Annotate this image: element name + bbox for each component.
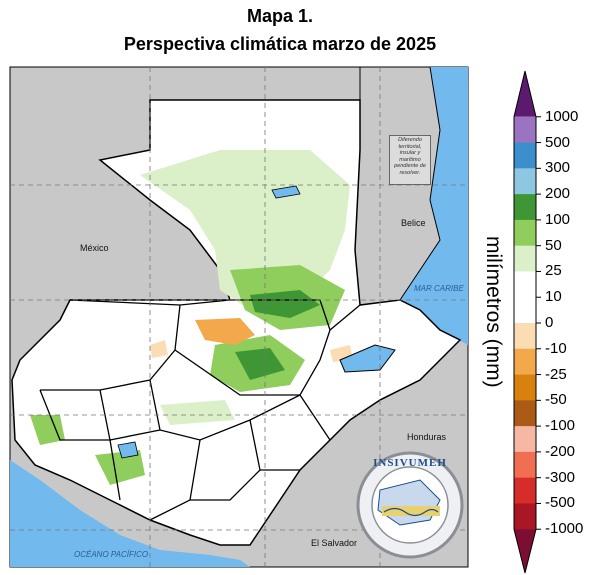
label-belice: Belice <box>401 218 426 228</box>
lake-izabal <box>339 344 396 373</box>
colorbar-level-label: -1000 <box>545 520 584 538</box>
territorial-dispute-note: Diferendo territorial, insular y marítim… <box>389 135 431 185</box>
lake-peten <box>271 185 301 199</box>
colorbar-segment <box>514 297 536 324</box>
colorbar-segment <box>514 245 536 272</box>
colorbar-segment <box>514 194 536 221</box>
colorbar-segment <box>514 116 536 144</box>
pacific-ocean <box>10 460 250 567</box>
colorbar-segment <box>514 71 536 117</box>
map-subtitle: Perspectiva climática marzo de 2025 <box>123 34 437 54</box>
graticule <box>10 67 468 567</box>
colorbar-level-label: -100 <box>545 417 576 435</box>
colorbar-segment <box>514 142 536 169</box>
department-borders <box>39 299 361 521</box>
label-el-salvador: El Salvador <box>311 538 358 548</box>
gulf-water <box>440 250 468 310</box>
colorbar-level-label: -10 <box>545 339 567 357</box>
colorbar-segment <box>514 271 536 298</box>
colorbar-unit-label: milímetros (mm) <box>482 236 505 388</box>
logo-name: INSIVUMEH <box>373 457 447 469</box>
colorbar-level-label: 25 <box>545 262 562 280</box>
colorbar-segment <box>514 426 536 453</box>
colorbar <box>513 70 541 574</box>
colorbar-segment <box>514 451 536 479</box>
colorbar-segment <box>514 348 536 376</box>
colorbar-segment <box>514 529 536 573</box>
label-honduras: Honduras <box>407 432 447 442</box>
colorbar-segment <box>514 503 536 530</box>
colorbar-segment <box>514 219 536 247</box>
colorbar-level-label: -500 <box>545 494 576 512</box>
colorbar-segment <box>514 477 536 504</box>
colorbar-level-label: 1000 <box>545 107 579 125</box>
colorbar-level-label: 100 <box>545 210 571 228</box>
colorbar-segment <box>514 168 536 195</box>
insivumeh-logo <box>356 451 464 559</box>
colorbar-level-label: 200 <box>545 185 571 203</box>
map-title: Mapa 1. <box>246 6 314 26</box>
label-mexico: México <box>80 243 109 253</box>
colorbar-level-label: -25 <box>545 365 567 383</box>
colorbar-level-label: 500 <box>545 133 571 151</box>
colorbar-level-label: -50 <box>545 391 567 409</box>
label-oceano-pacifico: OCÉANO PACÍFICO <box>74 550 149 559</box>
colorbar-level-label: -300 <box>545 468 576 486</box>
colorbar-level-label: 0 <box>545 314 554 331</box>
colorbar-segment <box>514 323 536 350</box>
colorbar-level-label: 10 <box>545 288 562 306</box>
label-mar-caribe: MAR CARIBE <box>414 284 464 293</box>
colorbar-level-label: 300 <box>545 159 571 177</box>
colorbar-level-label: 50 <box>545 236 562 254</box>
colorbar-segment <box>514 400 536 427</box>
colorbar-level-label: -200 <box>545 442 576 460</box>
lake-atitlan <box>117 441 139 459</box>
colorbar-segment <box>514 374 536 401</box>
